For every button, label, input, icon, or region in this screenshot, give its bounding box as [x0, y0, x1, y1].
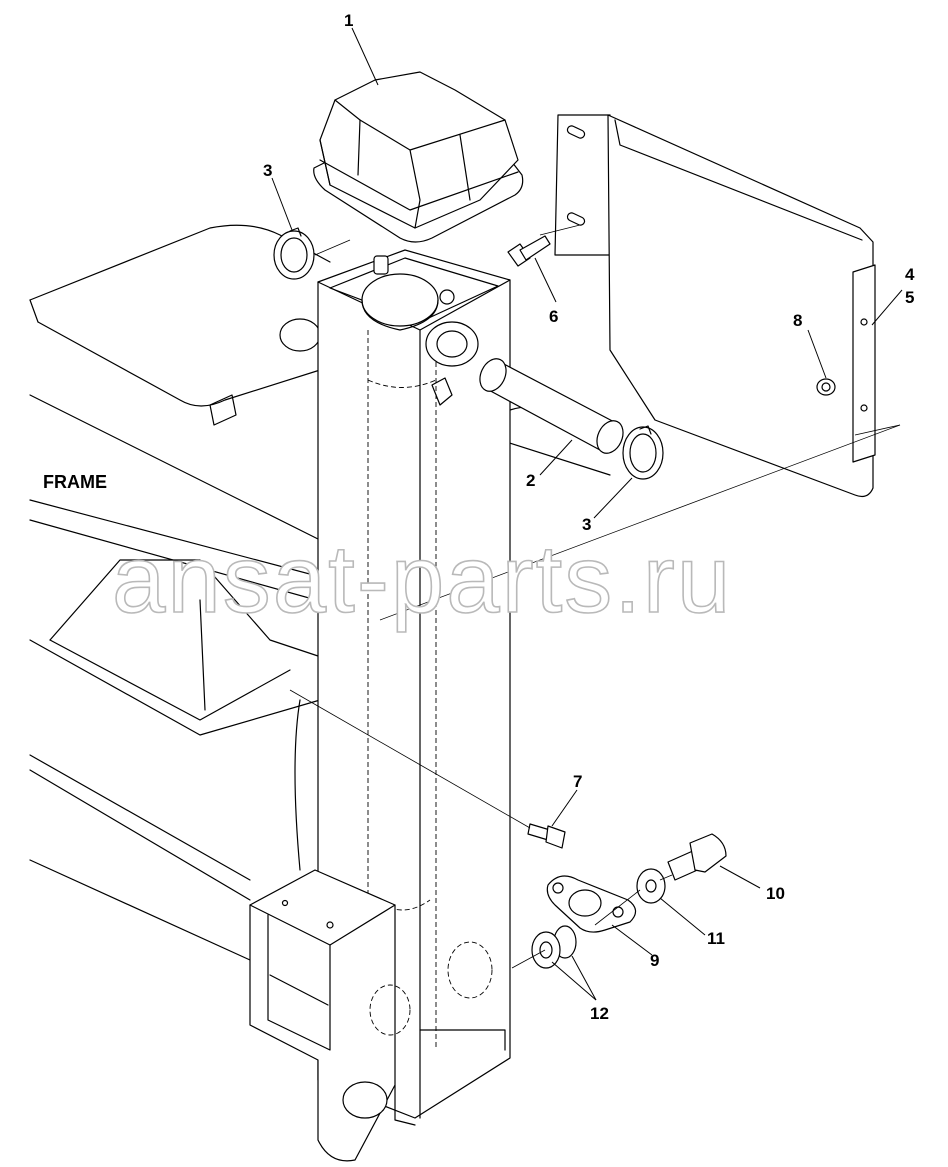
part-3-snap-ring-upper	[273, 227, 315, 280]
callout-10: 10	[766, 884, 785, 903]
callout-6: 6	[549, 307, 558, 326]
callout-9: 9	[650, 951, 659, 970]
part-10-bolt	[667, 833, 727, 881]
part-9-flange	[546, 875, 637, 933]
callout-3-upper: 3	[263, 161, 272, 180]
part-8-nut	[816, 378, 836, 396]
part-7-bolt	[527, 823, 566, 849]
part-3-snap-ring-lower	[622, 425, 664, 480]
callout-12: 12	[590, 1004, 609, 1023]
callout-7: 7	[573, 772, 582, 791]
part-1-cap	[313, 71, 524, 243]
callout-2: 2	[526, 471, 535, 490]
assembly-center-lines	[289, 224, 901, 969]
part-12-bushings	[531, 925, 577, 969]
part-2-pin	[479, 358, 624, 454]
frame-label: FRAME	[43, 472, 107, 492]
callout-11: 11	[707, 929, 725, 948]
part-6-bolt	[507, 235, 551, 267]
callout-3-lower: 3	[582, 515, 591, 534]
callout-5: 5	[905, 288, 914, 307]
bottom-bracket	[249, 869, 493, 1162]
part-4-5-plate	[554, 114, 876, 498]
part-11-washer	[636, 868, 666, 904]
leader-lines	[271, 27, 903, 1001]
watermark-text: ansat-parts.ru	[112, 526, 732, 633]
callout-8: 8	[793, 311, 802, 330]
callout-1: 1	[344, 11, 353, 30]
callout-4: 4	[905, 265, 915, 284]
